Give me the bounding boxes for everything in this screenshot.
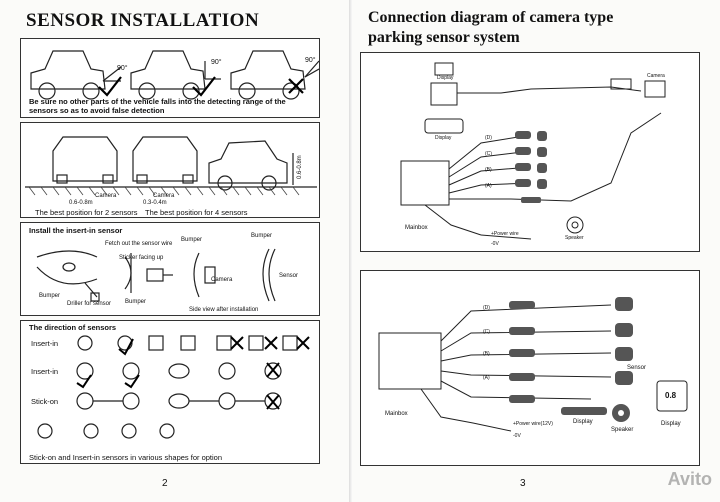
page-number-left: 2 xyxy=(162,478,168,489)
display-label-1: Display xyxy=(437,75,454,81)
channel-d-label: (D) xyxy=(483,305,490,311)
display-bar-label: Display xyxy=(573,419,593,425)
sensor-direction-panel: The direction of sensors Insert-in Inser… xyxy=(20,320,320,464)
sensor-label: Sensor xyxy=(279,273,299,279)
four-sensor-caption: The best position for 4 sensors xyxy=(145,208,248,217)
row-label-insert-in-2: Insert-in xyxy=(31,367,59,376)
sensor-position-illustrations xyxy=(25,136,317,196)
power-wire-label: +Power wire(12V) xyxy=(513,421,553,427)
angle-label-3: 90° xyxy=(305,57,316,64)
detection-range-panel: 90° 90° 90° Be sure no other parts of th… xyxy=(20,38,320,118)
camera-wiring-lines xyxy=(400,62,666,240)
car-rear-illustrations xyxy=(30,50,319,100)
sticker-label: Sticker facing up xyxy=(119,255,164,261)
sensor-direction-icons xyxy=(37,335,310,439)
insert-in-install-panel: Install the insert-in sensor Fetch out t… xyxy=(20,222,320,316)
right-page: Connection diagram of camera type parkin… xyxy=(352,0,720,502)
display-reading: 0.8 xyxy=(665,391,677,400)
mainbox-label: Mainbox xyxy=(405,225,428,231)
row-label-insert-in-1: Insert-in xyxy=(31,339,59,348)
title-line-2: parking sensor system xyxy=(368,29,520,46)
camera-label: Camera xyxy=(647,73,665,79)
detection-range-caption: Be sure no other parts of the vehicle fa… xyxy=(29,97,286,115)
angle-label-1: 90° xyxy=(117,65,128,72)
fetch-wire-label: Fetch out the sensor wire xyxy=(105,241,173,247)
speaker-label: Speaker xyxy=(611,427,634,433)
ground-label: -0V xyxy=(491,241,499,247)
bumper-label-2: Bumper xyxy=(251,233,273,239)
display-label: Display xyxy=(661,421,681,427)
angle-label-2: 90° xyxy=(211,59,222,66)
sensor-shapes-caption: Stick-on and Insert-in sensors in variou… xyxy=(29,453,223,462)
bumper-label-4: Bumper xyxy=(125,299,147,305)
insert-in-heading: Install the insert-in sensor xyxy=(29,226,123,235)
row-label-stick-on: Stick-on xyxy=(31,397,59,406)
distance-label-2: 0.3-0.4m xyxy=(143,200,167,206)
channel-a-label: (A) xyxy=(485,183,492,189)
page-number-right: 3 xyxy=(520,478,526,489)
channel-c-label: (C) xyxy=(483,329,490,335)
power-wire-label: +Power wire xyxy=(491,231,519,237)
camera-label-2: Camera xyxy=(153,193,175,199)
height-label: 0.6-0.8m xyxy=(297,155,303,179)
display-label-2: Display xyxy=(435,135,452,141)
sensor-installation-title: SENSOR INSTALLATION xyxy=(26,10,260,31)
camera-connection-diagram: Display Display Camera (D) (C) (B) (A) M… xyxy=(360,52,700,252)
channel-b-label: (B) xyxy=(483,351,490,357)
bumper-label-1: Bumper xyxy=(181,237,203,243)
left-page: SENSOR INSTALLATION xyxy=(0,0,352,502)
channel-b-label: (B) xyxy=(485,167,492,173)
distance-label-1: 0.6-0.8m xyxy=(69,200,93,206)
title-line-1: Connection diagram of camera type xyxy=(368,9,614,26)
speaker-label: Speaker xyxy=(565,235,584,241)
sensor-position-panel: 0.6-0.8m Camera Camera 0.6-0.8m 0.3-0.4m… xyxy=(20,122,320,218)
ground-label: -0V xyxy=(513,433,521,439)
sensor-direction-heading: The direction of sensors xyxy=(29,323,117,332)
sensor-wiring-lines xyxy=(378,297,688,432)
side-view-caption: Side view after installation xyxy=(189,307,259,313)
driller-label: Driller for sensor xyxy=(67,301,112,307)
camera-label-1: Camera xyxy=(95,193,117,199)
connection-diagram-title: Connection diagram of camera type parkin… xyxy=(368,8,708,48)
sensor-connection-diagram: (D) (C) (B) (A) Sensor 0.8 Mainbox +Powe… xyxy=(360,270,700,466)
insert-in-illustrations xyxy=(36,248,276,302)
camera-label: Camera xyxy=(211,277,233,283)
two-sensor-caption: The best position for 2 sensors xyxy=(35,208,138,217)
avito-watermark: Avito xyxy=(667,469,712,489)
channel-a-label: (A) xyxy=(483,375,490,381)
channel-c-label: (C) xyxy=(485,151,492,157)
mainbox-label: Mainbox xyxy=(385,411,408,417)
channel-d-label: (D) xyxy=(485,135,492,141)
sensor-label: Sensor xyxy=(627,365,647,371)
bumper-label-3: Bumper xyxy=(39,293,61,299)
